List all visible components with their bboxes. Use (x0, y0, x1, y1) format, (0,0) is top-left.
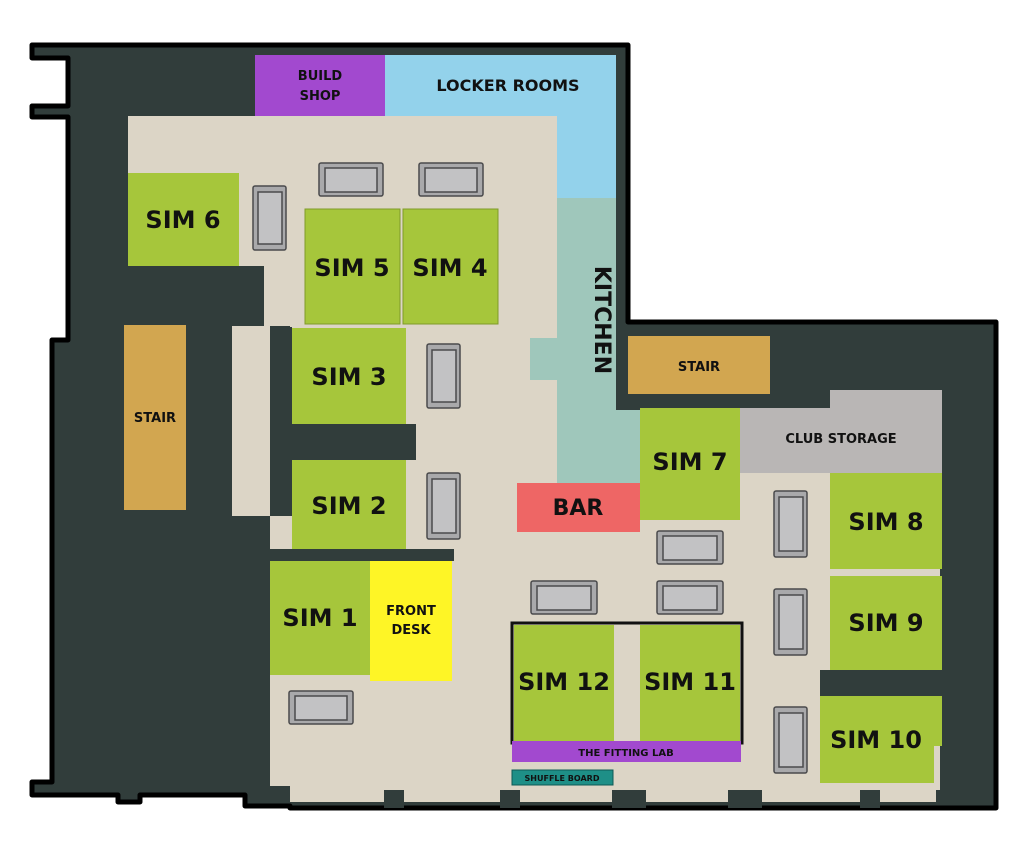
sim-2: SIM 2 (292, 460, 406, 549)
bump-3 (612, 790, 646, 808)
stair-left: STAIR (124, 325, 186, 510)
couch-8 (656, 580, 724, 615)
sim-5-label: SIM 5 (314, 254, 389, 282)
kitchen: KITCHEN (530, 198, 640, 483)
bar: BAR (517, 483, 640, 532)
stair-right-label: STAIR (678, 360, 720, 375)
bar-label: BAR (553, 496, 604, 521)
sim-6: SIM 6 (128, 173, 239, 266)
fitting-lab-label: THE FITTING LAB (578, 748, 673, 759)
club-storage-label: CLUB STORAGE (785, 432, 896, 447)
bump-5 (860, 790, 880, 808)
sim-2-label: SIM 2 (311, 492, 386, 520)
partition-b (290, 424, 416, 460)
sim-12-label: SIM 12 (518, 668, 610, 696)
sim-9-label: SIM 9 (848, 609, 923, 637)
sim-3: SIM 3 (292, 328, 406, 424)
sim-4: SIM 4 (402, 208, 499, 325)
sim-7-label: SIM 7 (652, 448, 727, 476)
couch-3 (252, 185, 287, 251)
build-shop-label-2: SHOP (300, 89, 341, 104)
couch-5 (426, 472, 461, 540)
front-desk: FRONT DESK (370, 561, 452, 681)
fitting-lab-area: SIM 12 SIM 11 THE FITTING LAB (510, 621, 744, 762)
sim-8: SIM 8 (830, 473, 942, 569)
sim-1: SIM 1 (270, 561, 370, 675)
sim-10: SIM 10 (820, 696, 942, 783)
sim-1-label: SIM 1 (282, 604, 357, 632)
build-shop: BUILD SHOP (255, 55, 385, 116)
sim-6-label: SIM 6 (145, 206, 220, 234)
fitting-lab-bar (512, 741, 741, 762)
stair-right: STAIR (628, 336, 770, 394)
couch-12 (773, 706, 808, 774)
stair-left-label: STAIR (134, 411, 176, 426)
sim-10-label: SIM 10 (830, 726, 922, 754)
couch-6 (288, 690, 354, 725)
partition-d (820, 670, 942, 696)
sim-4-label: SIM 4 (412, 254, 487, 282)
sim-11-bay (640, 625, 740, 741)
couch-9 (656, 530, 724, 565)
couch-11 (773, 588, 808, 656)
seating (252, 162, 808, 774)
couch-1 (318, 162, 384, 197)
sim-11-label: SIM 11 (644, 668, 736, 696)
partitions (270, 327, 942, 808)
sim-12-bay (514, 625, 614, 741)
sim-5: SIM 5 (304, 208, 401, 325)
couch-4 (426, 343, 461, 409)
sim-7: SIM 7 (640, 408, 740, 520)
couch-7 (530, 580, 598, 615)
couch-2 (418, 162, 484, 197)
club-storage: CLUB STORAGE (740, 390, 942, 473)
shuffle-board-label: SHUFFLE BOARD (525, 774, 600, 783)
build-shop-label-1: BUILD (298, 69, 343, 84)
sim-8-label: SIM 8 (848, 508, 923, 536)
bump-1 (384, 790, 404, 808)
front-desk-label-1: FRONT (386, 604, 436, 619)
bump-2 (500, 790, 520, 808)
couch-10 (773, 490, 808, 558)
sim-3-label: SIM 3 (311, 363, 386, 391)
partition-c (270, 549, 454, 561)
shuffle-board: SHUFFLE BOARD (511, 769, 614, 786)
front-desk-label-2: DESK (391, 623, 431, 638)
partition-a (270, 327, 292, 516)
locker-rooms-label: LOCKER ROOMS (436, 76, 579, 95)
kitchen-label: KITCHEN (589, 266, 614, 374)
locker-rooms: LOCKER ROOMS (385, 55, 616, 198)
sim-9: SIM 9 (830, 576, 942, 670)
bump-4 (728, 790, 762, 808)
